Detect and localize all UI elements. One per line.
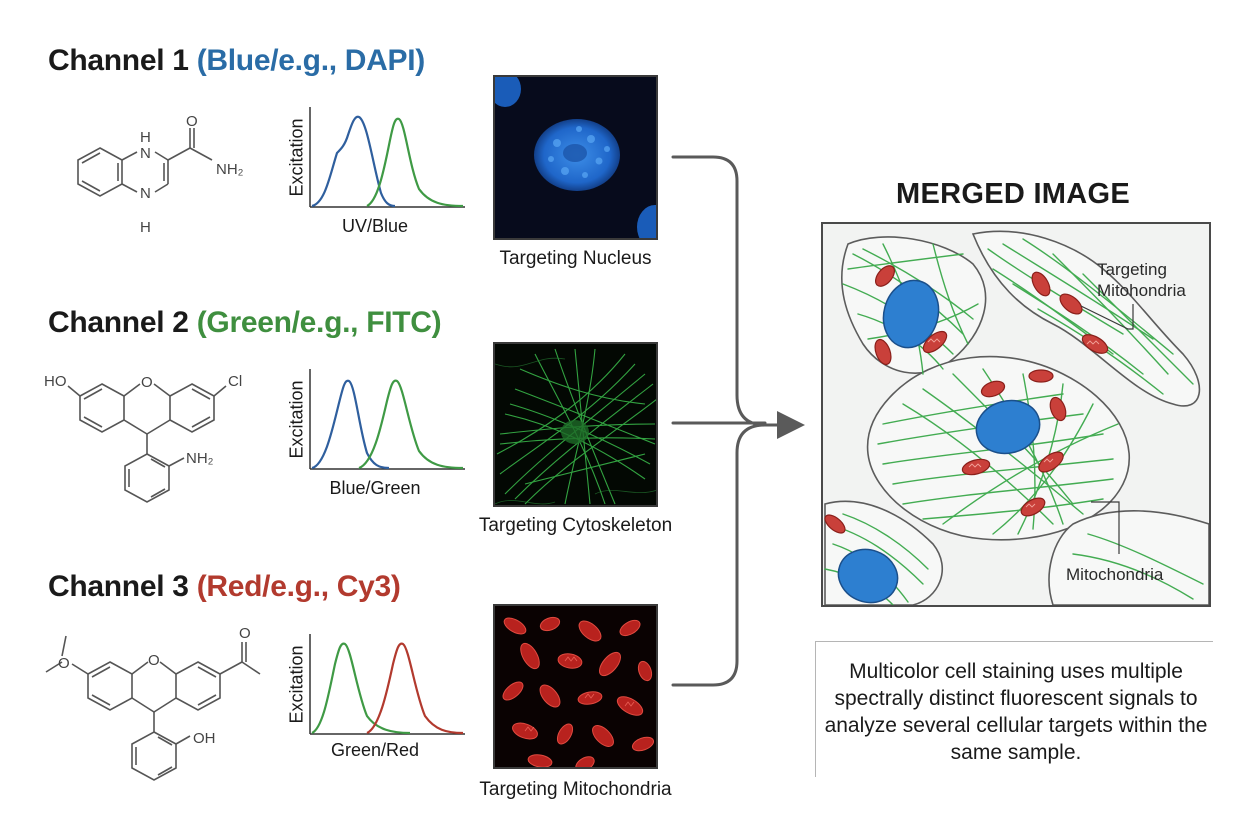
- spectrum-1: [309, 107, 465, 208]
- spectrum-1-ylabel: Excitation: [286, 118, 307, 197]
- micrograph-nucleus: [493, 75, 658, 240]
- spectrum-1-xlabel: UV/Blue: [341, 216, 409, 236]
- molecule-3-structure: O O O OH: [45, 625, 261, 781]
- nucleus-3: [837, 548, 899, 604]
- merge-connector: [671, 155, 805, 687]
- channel-2-label: Channel 2: [48, 306, 189, 339]
- mol2-cl: Cl: [228, 373, 242, 390]
- nucleus-1: [882, 279, 940, 349]
- caption-mitochondria: Targeting Mitochondria: [479, 779, 672, 800]
- molecule-2-structure: HO O Cl NH₂: [44, 373, 242, 503]
- merged-image-title: MERGED IMAGE: [896, 178, 1130, 210]
- caption-cytoskeleton: Targeting Cytoskeleton: [478, 515, 673, 536]
- channel-2-title: Channel 2 (Green/e.g., FITC): [48, 306, 442, 340]
- nucleus-2: [975, 399, 1041, 455]
- description-box: Multicolor cell staining uses multiple s…: [815, 641, 1213, 777]
- spectrum-1-blue-curve: [311, 115, 396, 208]
- spectrum-2-xlabel: Blue/Green: [329, 478, 421, 498]
- caption-nucleus: Targeting Nucleus: [499, 248, 652, 269]
- channel-3-label: Channel 3: [48, 570, 189, 603]
- spectrum-3-xlabel: Green/Red: [330, 740, 420, 760]
- merge-arrowhead: [777, 411, 805, 439]
- mol2-ho: HO: [44, 373, 67, 390]
- channel-2-subtitle: (Green/e.g., FITC): [196, 306, 442, 339]
- annotation-targeting-mitochondria: Targeting Mitohondria: [1097, 259, 1186, 301]
- spectrum-2-green-curve: [358, 379, 464, 470]
- channel-1-subtitle: (Blue/e.g., DAPI): [196, 44, 426, 77]
- mol1-nh2: NH₂: [216, 161, 244, 178]
- description-text: Multicolor cell staining uses multiple s…: [824, 660, 1208, 764]
- molecule-1-structure: H N N H O NH₂: [77, 113, 244, 236]
- spectrum-3: [309, 634, 465, 735]
- micrograph-cytoskeleton: [493, 342, 658, 507]
- annotation-top-line-2: Mitohondria: [1097, 281, 1186, 300]
- spectrum-3-ylabel: Excitation: [286, 645, 307, 724]
- mol1-n-top: N: [140, 145, 151, 162]
- mol3-o-left: O: [58, 655, 70, 672]
- channel-3-title: Channel 3 (Red/e.g., Cy3): [48, 570, 401, 604]
- micrograph-mitochondria: [493, 604, 658, 769]
- mol3-o-ketone: O: [239, 625, 251, 642]
- spectrum-2: [309, 369, 465, 470]
- spectrum-2-ylabel: Excitation: [286, 380, 307, 459]
- mol1-h-bottom: H: [140, 219, 151, 236]
- mol1-n-bottom: N: [140, 185, 151, 202]
- annotation-top-line-1: Targeting: [1097, 260, 1167, 279]
- spectrum-1-green-curve: [366, 117, 464, 208]
- annotation-mitochondria: Mitochondria: [1066, 565, 1164, 584]
- channel-3-subtitle: (Red/e.g., Cy3): [196, 570, 401, 603]
- mol1-h-top: H: [140, 129, 151, 146]
- spectrum-3-red-curve: [366, 642, 464, 735]
- channel-1-title: Channel 1 (Blue/e.g., DAPI): [48, 44, 425, 78]
- channel-1-label: Channel 1: [48, 44, 189, 77]
- mol3-oh: OH: [193, 730, 216, 747]
- spectrum-2-blue-curve: [311, 379, 390, 470]
- mol3-o-ring: O: [148, 652, 160, 669]
- mol2-nh2: NH₂: [186, 450, 214, 467]
- merged-image-panel: [821, 222, 1211, 607]
- mol2-o: O: [141, 374, 153, 391]
- mol1-o: O: [186, 113, 198, 130]
